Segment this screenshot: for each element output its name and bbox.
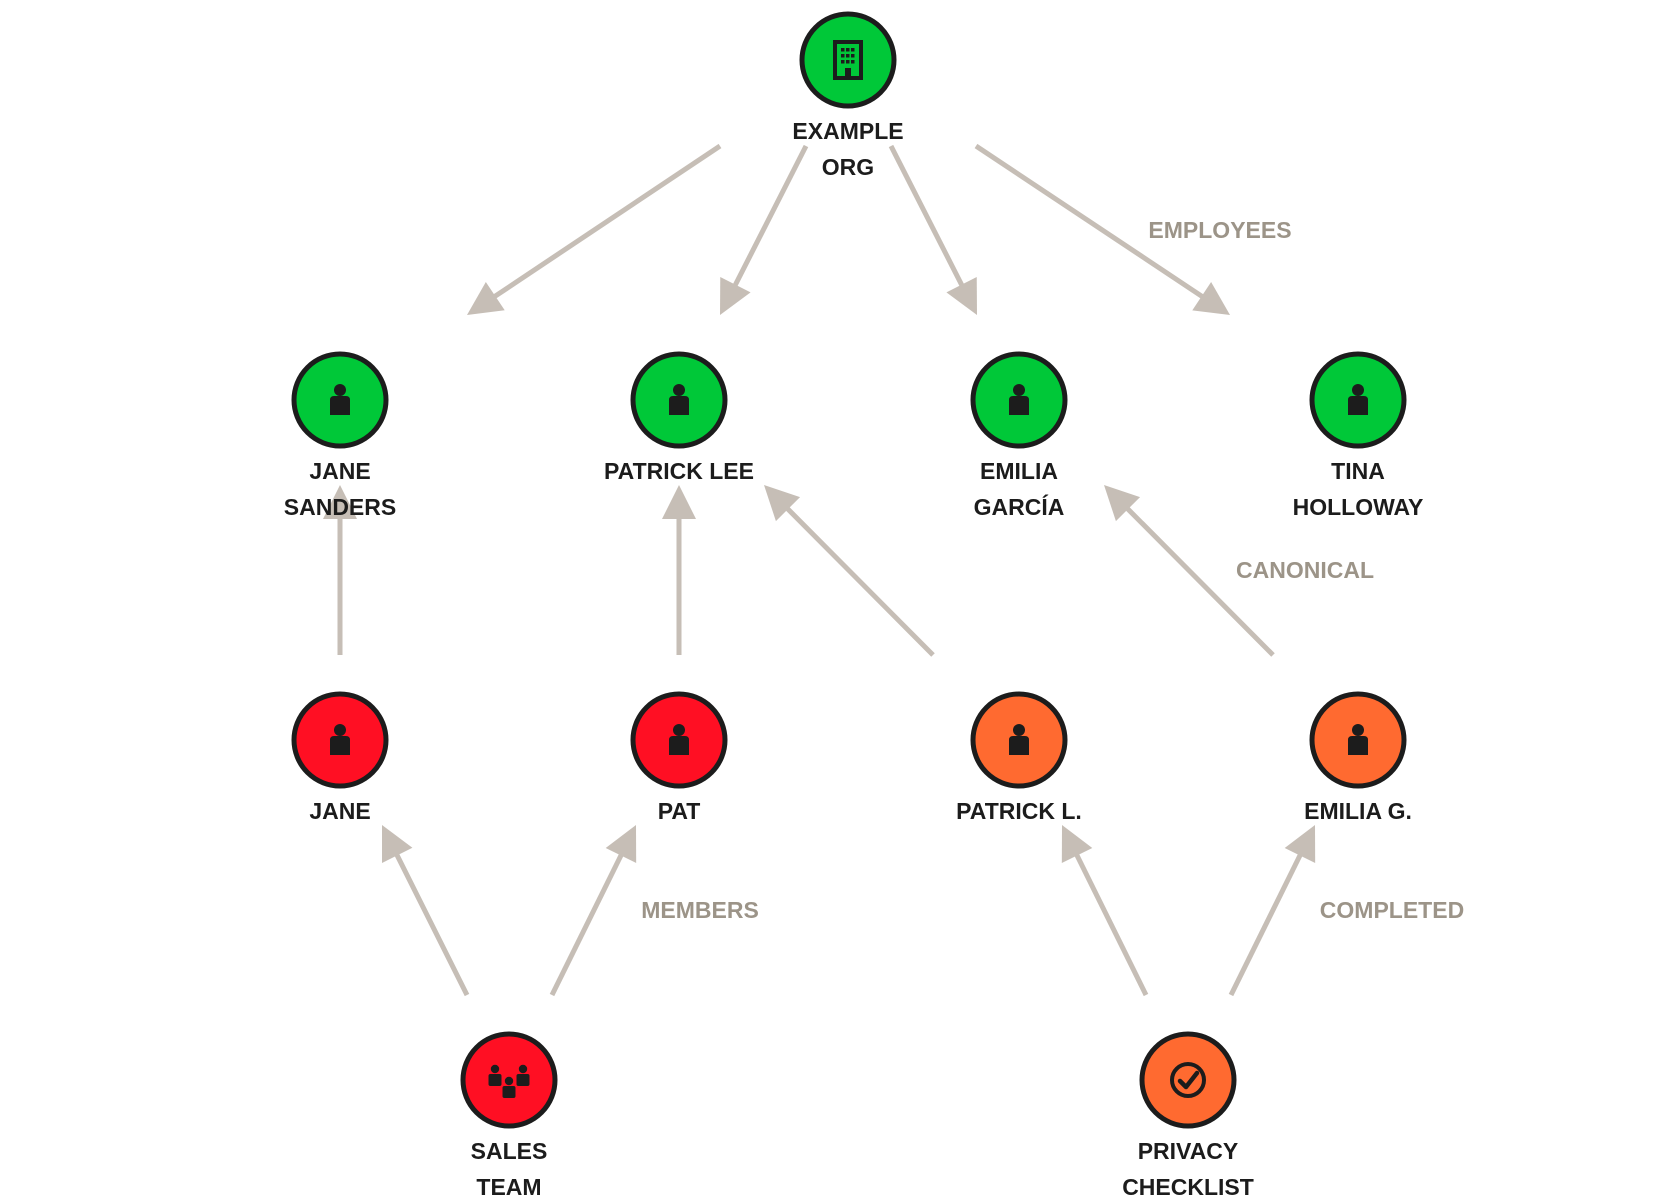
- node-patrick-lee[interactable]: PATRICK LEE: [604, 351, 754, 484]
- node-label: JANE: [309, 798, 370, 824]
- edge-jane-to-jane-sanders: [323, 485, 357, 655]
- node-emilia-garcia[interactable]: EMILIA GARCÍA: [970, 351, 1068, 520]
- arrowhead-icon: [467, 281, 505, 315]
- edge-label-completed: COMPLETED: [1320, 897, 1464, 923]
- node-tina-holloway[interactable]: TINA HOLLOWAY: [1293, 351, 1424, 520]
- edge-line: [394, 852, 470, 997]
- person-icon: [1009, 384, 1029, 415]
- node-emilia-g[interactable]: EMILIA G.: [1304, 691, 1412, 824]
- node-label: PRIVACY: [1138, 1138, 1239, 1164]
- node-label: HOLLOWAY: [1293, 494, 1424, 520]
- node-sales-team[interactable]: SALES TEAM: [460, 1031, 558, 1200]
- edge-example-org-to-emilia-garcia: [888, 144, 977, 315]
- node-privacy-checklist[interactable]: PRIVACY CHECKLIST: [1122, 1031, 1254, 1200]
- person-icon: [1348, 384, 1368, 415]
- arrowhead-icon: [1284, 825, 1316, 864]
- node-label: PATRICK L.: [956, 798, 1082, 824]
- edges-layer: [323, 143, 1316, 997]
- edge-label-canonical: CANONICAL: [1236, 557, 1374, 583]
- arrowhead-icon: [946, 276, 977, 315]
- node-label: EXAMPLE: [792, 118, 903, 144]
- edge-pat-to-patrick-lee: [662, 485, 696, 655]
- edge-labels-layer: EMPLOYEES CANONICAL MEMBERS COMPLETED: [641, 217, 1464, 923]
- edge-line: [549, 852, 625, 997]
- arrowhead-icon: [382, 825, 413, 864]
- group-icon: [488, 1064, 530, 1098]
- arrowhead-icon: [1104, 485, 1141, 522]
- edge-line: [732, 144, 809, 288]
- edge-example-org-to-tina-holloway: [974, 143, 1230, 315]
- edge-privacy-checklist-to-patrick-l: [1061, 825, 1149, 997]
- node-label: TEAM: [476, 1174, 541, 1200]
- person-icon: [1009, 724, 1029, 755]
- edge-label-members: MEMBERS: [641, 897, 759, 923]
- nodes-layer: EXAMPLE ORG JANE SANDERS PATRICK LEE EMILIA GA…: [284, 11, 1424, 1200]
- node-patrick-l[interactable]: PATRICK L.: [956, 691, 1082, 824]
- arrowhead-icon: [1061, 825, 1093, 864]
- arrowhead-icon: [662, 485, 696, 519]
- edge-line: [888, 144, 965, 288]
- edge-line: [974, 143, 1205, 300]
- person-icon: [669, 384, 689, 415]
- node-circle[interactable]: [1139, 1031, 1237, 1129]
- edge-emilia-g-to-emilia-garcia: [1104, 485, 1275, 657]
- edge-sales-team-to-jane: [382, 825, 470, 997]
- node-example-org[interactable]: EXAMPLE ORG: [792, 11, 904, 180]
- node-label: SANDERS: [284, 494, 396, 520]
- node-label: EMILIA: [980, 458, 1058, 484]
- arrowhead-icon: [323, 485, 357, 519]
- node-label: PATRICK LEE: [604, 458, 754, 484]
- person-icon: [1348, 724, 1368, 755]
- arrowhead-icon: [605, 825, 637, 864]
- node-label: TINA: [1331, 458, 1385, 484]
- edge-example-org-to-jane-sanders: [467, 143, 722, 315]
- edge-privacy-checklist-to-emilia-g: [1228, 825, 1316, 997]
- edge-line: [1228, 852, 1304, 997]
- node-label: PAT: [658, 798, 701, 824]
- node-jane[interactable]: JANE: [291, 691, 389, 824]
- edge-sales-team-to-pat: [549, 825, 637, 997]
- arrowhead-icon: [720, 276, 751, 315]
- node-label: SALES: [471, 1138, 548, 1164]
- checkmark-icon: [1170, 1062, 1206, 1098]
- node-label: CHECKLIST: [1122, 1174, 1254, 1200]
- arrowhead-icon: [764, 485, 801, 522]
- edge-label-employees: EMPLOYEES: [1148, 217, 1291, 243]
- arrowhead-icon: [1192, 282, 1230, 315]
- building-icon: [833, 40, 863, 80]
- node-jane-sanders[interactable]: JANE SANDERS: [284, 351, 396, 520]
- person-icon: [669, 724, 689, 755]
- node-pat[interactable]: PAT: [630, 691, 728, 824]
- edge-patrick-l-to-patrick-lee: [764, 485, 935, 657]
- node-label: EMILIA G.: [1304, 798, 1412, 824]
- edge-line: [784, 505, 935, 657]
- edge-line: [492, 143, 722, 300]
- person-icon: [330, 724, 350, 755]
- edge-example-org-to-patrick-lee: [720, 144, 809, 315]
- node-label: JANE: [309, 458, 370, 484]
- edge-line: [1124, 505, 1275, 657]
- node-label: ORG: [822, 154, 874, 180]
- person-icon: [330, 384, 350, 415]
- edge-line: [1073, 852, 1149, 997]
- node-label: GARCÍA: [974, 493, 1065, 520]
